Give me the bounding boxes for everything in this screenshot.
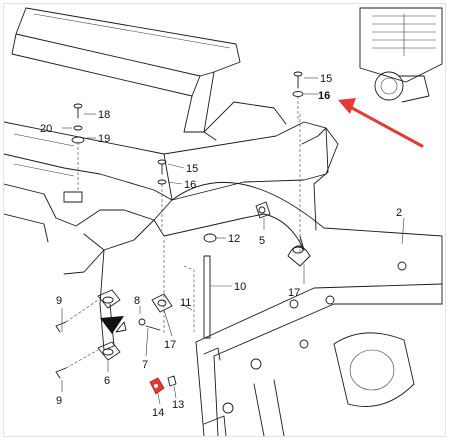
callout-16-right: 16 [318,90,330,102]
callout-7: 7 [142,359,148,371]
callout-16-left: 16 [184,179,196,191]
part-washer-12 [203,233,217,243]
part-bolt-5 [255,201,271,219]
chassis-frame [4,121,339,305]
blade-assembly [11,7,287,141]
side-plate [163,114,443,334]
part-bracket-6 [97,289,121,361]
callout-9-top: 9 [56,295,62,307]
part-bracket-17b [287,245,311,267]
bolt-stack-15-16-right [292,71,304,122]
callout-18: 18 [98,109,110,121]
callout-11: 11 [180,297,191,309]
part-14-highlight [149,375,177,395]
diagram-frame: 15 16 18 20 19 15 16 2 12 5 10 17 11 9 8… [3,3,446,437]
part-bracket-17a [151,293,173,313]
lower-frame-plate [195,261,443,436]
bolt-stack-15-16-left [157,159,167,230]
callout-19: 19 [98,133,110,145]
callout-10: 10 [234,281,246,293]
part-shaft-10 [183,255,211,339]
callout-15-left: 15 [186,163,198,175]
callout-2: 2 [396,207,402,219]
callout-15-right: 15 [320,73,332,85]
triangle-pointer-icon [100,316,124,334]
leader-lines [61,77,405,405]
callout-13: 13 [172,399,184,411]
callout-labels: 15 16 18 20 19 15 16 2 12 5 10 17 11 9 8… [40,73,402,419]
callout-6: 6 [104,375,110,387]
callout-14: 14 [152,407,164,419]
callout-8: 8 [134,295,140,307]
callout-5: 5 [259,235,265,247]
callout-17-left: 17 [164,339,176,351]
callout-9-bottom: 9 [56,395,62,407]
exploded-parts-diagram: 15 16 18 20 19 15 16 2 12 5 10 17 11 9 8… [4,7,443,436]
bolt-stack-18-20 [71,103,85,190]
engine-housing [359,7,443,103]
red-arrow-icon [338,98,424,148]
callout-17-right: 17 [288,287,300,299]
callout-12: 12 [228,233,240,245]
callout-20: 20 [40,123,52,135]
part-bolts-7-8 [115,318,161,333]
part-bolts-9 [55,299,99,379]
